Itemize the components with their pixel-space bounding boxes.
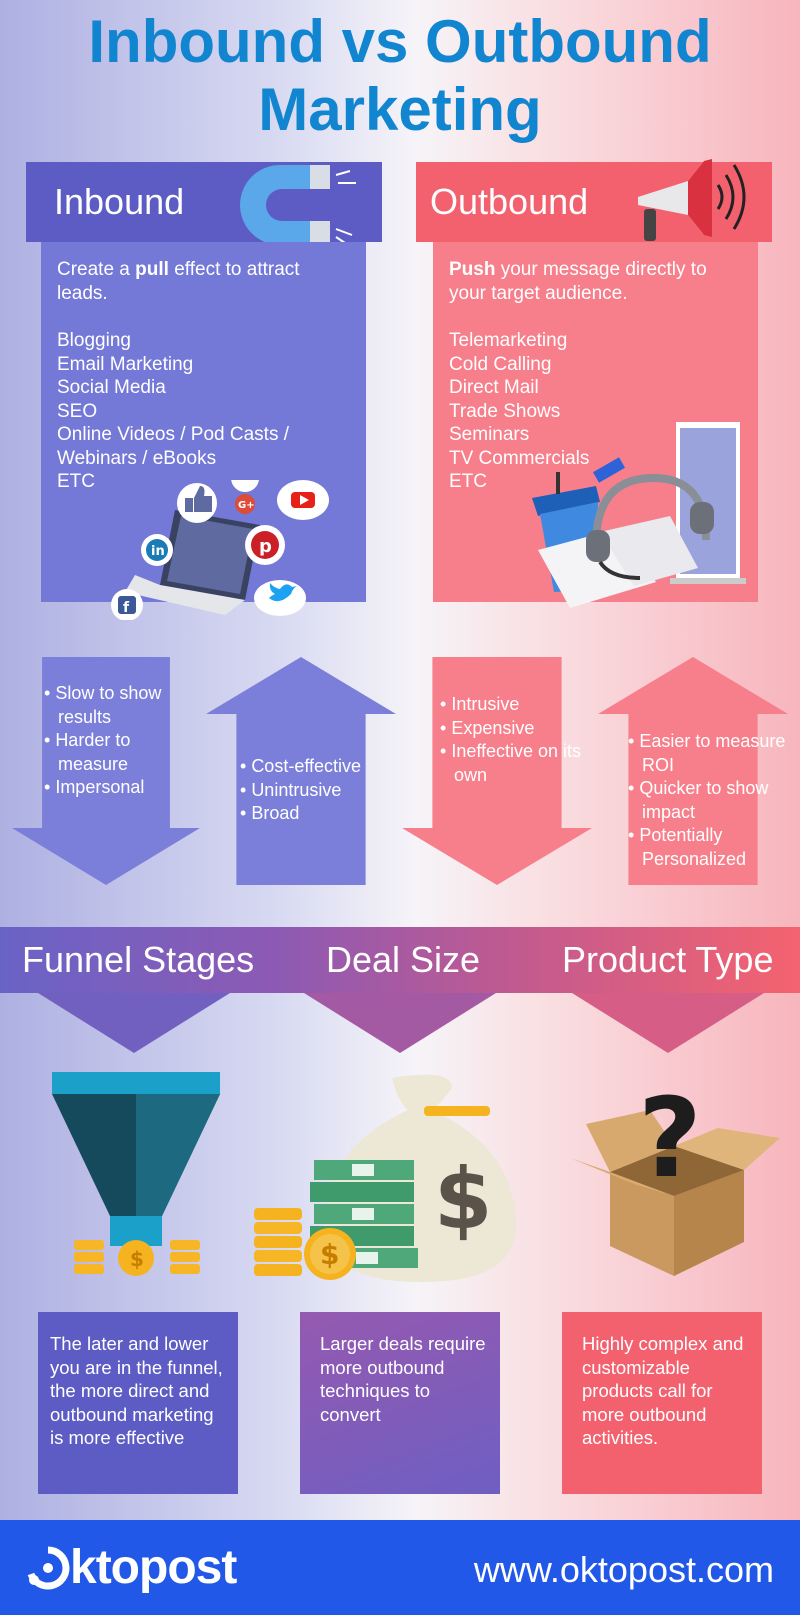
svg-text:$: $ <box>130 1247 144 1271</box>
factor-text-product-type: Highly complex and customizable products… <box>562 1312 762 1494</box>
inbound-intro-pre: Create a <box>57 259 136 280</box>
outbound-intro-post: your message directly to your target aud… <box>449 259 707 304</box>
outbound-item: Trade Shows <box>449 400 561 422</box>
title-line-2: Marketing <box>258 76 542 143</box>
laptop-icon <box>125 510 260 615</box>
factor-chevron <box>38 993 230 1053</box>
outbound-illustration <box>532 422 746 608</box>
magnet-icon <box>240 165 356 246</box>
outbound-item: Seminars <box>449 424 530 445</box>
outbound-item: TV Commercials <box>449 447 590 469</box>
inbound-pros: Cost-effective Unintrusive Broad <box>240 755 390 826</box>
outbound-item: Direct Mail <box>449 377 539 398</box>
outbound-header: Outbound <box>416 162 772 242</box>
outbound-intro: Push your message directly to your targe… <box>449 258 742 305</box>
inbound-con: Slow to show results <box>44 682 194 729</box>
inbound-heading: Inbound <box>54 181 185 222</box>
box-icon: ? <box>570 1074 780 1276</box>
inbound-pro: Cost-effective <box>240 755 390 779</box>
svg-text:$: $ <box>434 1150 492 1248</box>
footer <box>0 1520 800 1615</box>
factor-text-deal-size: Larger deals require more outbound techn… <box>300 1312 500 1494</box>
inbound-intro-post: effect to attract leads. <box>57 259 300 304</box>
facebook-icon: f <box>111 589 143 620</box>
google-plus-icon: G+ <box>231 480 259 514</box>
inbound-item: Social Media <box>57 377 166 398</box>
twitter-icon <box>254 580 306 616</box>
inbound-pro: Broad <box>240 802 390 826</box>
headset-icon <box>586 457 714 580</box>
outbound-pro: Easier to measure ROI <box>628 730 788 777</box>
youtube-icon <box>277 480 329 520</box>
outbound-intro-bold: Push <box>449 259 496 280</box>
footer-brand[interactable]: ktopost <box>70 1541 237 1594</box>
inbound-item: Online Videos / Pod Casts / Webinars / e… <box>57 424 289 469</box>
inbound-intro-bold: pull <box>135 259 169 280</box>
factors-band <box>0 927 800 993</box>
factor-text-funnel: The later and lower you are in the funne… <box>38 1312 238 1494</box>
pinterest-icon: p <box>245 525 285 565</box>
factor-label-product-type: Product Type <box>562 939 774 980</box>
oktopost-logo-icon <box>27 1546 70 1590</box>
outbound-cons: Intrusive Expensive Ineffective on its o… <box>440 693 590 787</box>
outbound-pro: Potentially Personalized <box>628 824 788 871</box>
inbound-con: Harder to measure <box>44 729 194 776</box>
money-illustration: $ $ <box>254 1074 517 1282</box>
footer-url[interactable]: www.oktopost.com <box>473 1549 774 1590</box>
page-title: Inbound vs Outbound Marketing <box>0 8 800 144</box>
factor-label-funnel: Funnel Stages <box>22 939 255 980</box>
svg-text:p: p <box>259 536 272 557</box>
linkedin-icon: in <box>141 534 173 566</box>
svg-text:in: in <box>151 544 165 559</box>
inbound-item: Blogging <box>57 330 131 351</box>
outbound-con: Expensive <box>440 717 590 741</box>
thumbs-up-icon <box>177 483 217 523</box>
outbound-item: Telemarketing <box>449 330 568 351</box>
outbound-heading: Outbound <box>430 181 589 222</box>
megaphone-icon <box>638 159 746 241</box>
outbound-con: Ineffective on its own <box>440 740 590 787</box>
svg-text:f: f <box>123 600 130 616</box>
outbound-pros: Easier to measure ROI Quicker to show im… <box>628 730 788 871</box>
outbound-pro: Quicker to show impact <box>628 777 788 824</box>
social-media-illustration: in f G+ p <box>111 480 329 620</box>
outbound-con: Intrusive <box>440 693 590 717</box>
funnel-icon: $ <box>52 1072 220 1276</box>
coins-icon: $ <box>254 1208 356 1280</box>
outbound-item: Cold Calling <box>449 353 552 375</box>
factor-chevron <box>572 993 764 1053</box>
inbound-con: Impersonal <box>44 776 194 800</box>
paper-icon <box>538 516 698 608</box>
svg-text:$: $ <box>320 1238 339 1271</box>
question-mark-icon: ? <box>638 1074 702 1202</box>
inbound-item: ETC <box>57 471 95 492</box>
inbound-item: SEO <box>57 400 98 422</box>
title-line-1: Inbound vs Outbound <box>88 8 712 75</box>
inbound-intro: Create a pull effect to attract leads. <box>57 258 350 305</box>
factor-chevron <box>304 993 496 1053</box>
coins-icon: $ <box>74 1240 200 1276</box>
svg-text:G+: G+ <box>238 500 255 511</box>
inbound-item: Email Marketing <box>57 353 194 375</box>
factor-label-deal-size: Deal Size <box>326 939 481 980</box>
outbound-item: ETC <box>449 471 487 492</box>
banner-icon <box>670 422 746 584</box>
inbound-cons: Slow to show results Harder to measure I… <box>44 682 194 800</box>
inbound-pro: Unintrusive <box>240 779 390 803</box>
